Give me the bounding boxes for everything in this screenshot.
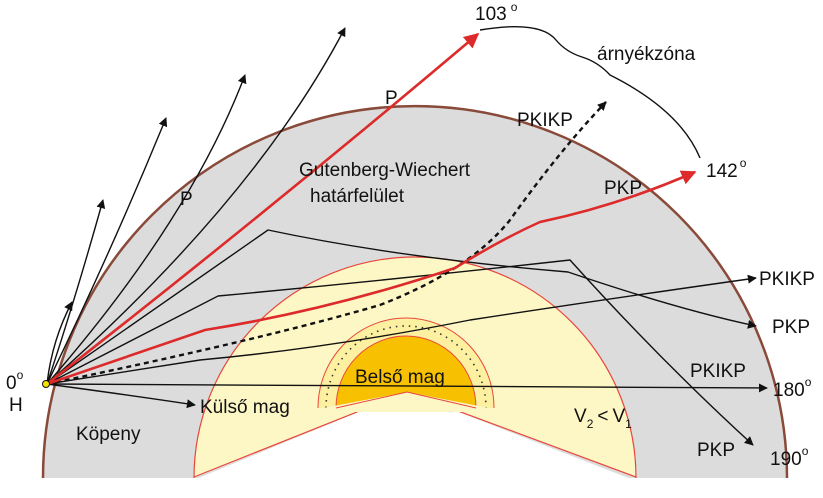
p-ray-5 [46,27,346,385]
p-ray-3 [46,117,168,385]
p-ray-4 [46,74,247,385]
label-inner-core: Belső mag [355,367,445,388]
p-ray-103 [46,33,480,386]
boundary-rays [46,33,697,386]
label-boundary-line1: Gutenberg-Wiechert [299,160,471,181]
pkp-ray-upper [46,229,757,385]
label-p-upper: P [385,88,398,109]
p-ray-1 [46,301,73,385]
pkp-ray-lower [46,259,754,446]
label-mantle: Köpeny [76,424,141,445]
label-deg-0: 0o [6,368,24,394]
core-rays [46,229,768,446]
label-boundary-line2: határfelület [310,186,405,207]
label-velocity: V2<V1 [574,406,632,431]
label-pkikp-axis: PKIKP [690,361,746,382]
inner-core-wedge-cut [318,392,494,412]
inner-core-wedge-edge [335,391,477,409]
label-pkp-inside: PKP [604,178,642,199]
label-pkp-right: PKP [772,317,810,338]
label-hypocenter: H [9,395,23,416]
axis-ray [46,383,768,393]
pkikp-ray-upper [46,274,757,385]
label-shadow-zone: árnyékzóna [597,44,696,65]
label-pkp-bottom: PKP [697,440,735,461]
core-mantle-boundary [193,256,637,479]
inner-core-region [335,335,477,408]
pkp-ray-142 [46,170,697,386]
shadow-zone-brace [479,26,701,159]
label-p-lower: P [180,189,193,210]
label-deg-190: 190o [770,444,809,470]
p-ray-2 [46,199,106,385]
label-pkikp-inside: PKIKP [517,110,573,131]
cut-wedge [150,392,680,498]
short-ray-outer-core [46,383,196,409]
earth-surface [41,104,789,479]
p-rays-short [46,27,346,385]
pkikp-dotted-ray [46,101,607,386]
label-outer-core: Külső mag [200,397,290,418]
transition-zone-outline [317,317,495,408]
label-deg-180: 180o [773,375,812,401]
hypocenter-dot [42,380,50,388]
label-pkikp-right: PKIKP [759,269,815,290]
